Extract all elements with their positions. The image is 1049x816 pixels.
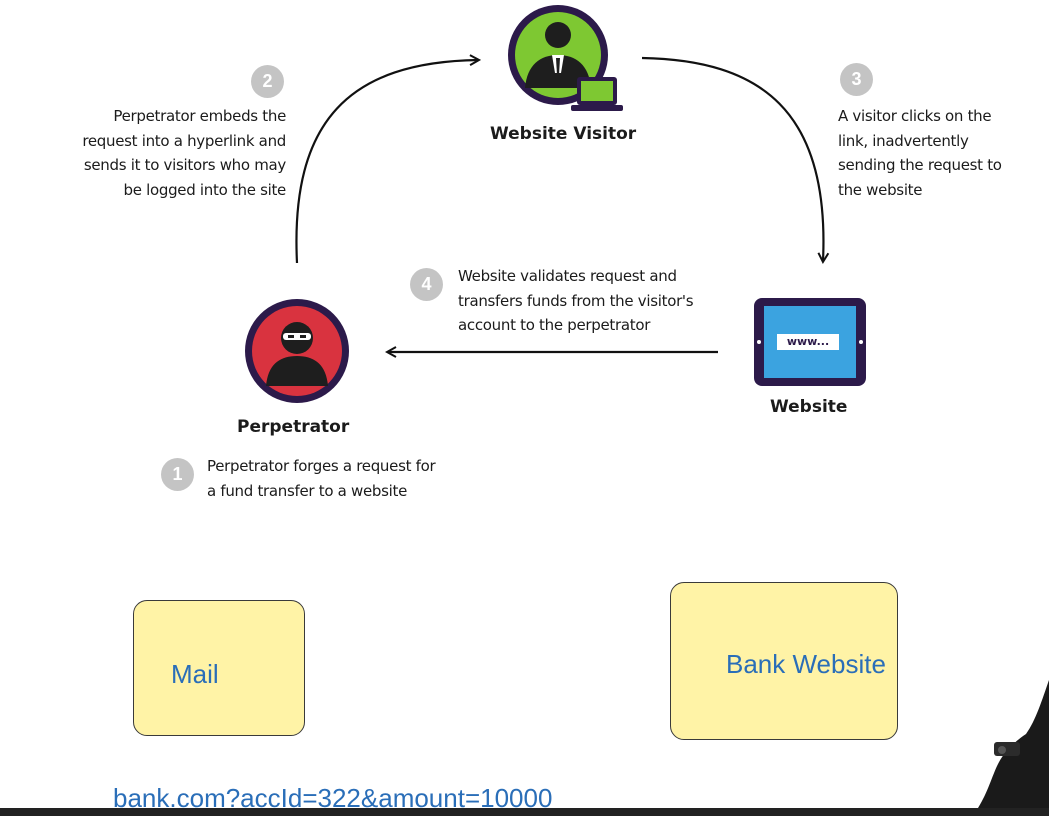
arrow-perpetrator-to-visitor xyxy=(295,60,478,264)
step-2-text: Perpetrator embeds the request into a hy… xyxy=(40,104,286,202)
presenter-silhouette xyxy=(978,680,1049,808)
bank-website-label: Bank Website xyxy=(726,649,886,679)
step-3-line: the website xyxy=(838,180,923,199)
step-4-text: Website validates request and transfers … xyxy=(458,264,738,338)
step-1-text: Perpetrator forges a request for a fund … xyxy=(207,454,467,503)
step-4-line: Website validates request and xyxy=(458,267,677,285)
website-label: Website xyxy=(770,397,848,417)
step-2-line: Perpetrator embeds the xyxy=(113,107,286,125)
step-2-line: sends it to visitors who may xyxy=(83,156,286,174)
step-2-line: request into a hyperlink and xyxy=(82,131,286,150)
step-3-line: link, inadvertently xyxy=(838,131,969,150)
website-visitor-label: Website Visitor xyxy=(490,124,637,144)
mail-label: Mail xyxy=(171,659,219,689)
website-visitor-icon xyxy=(508,5,623,111)
step-1-line: Perpetrator forges a request for xyxy=(207,457,436,475)
step-4-line: transfers funds from the visitor's xyxy=(458,291,694,310)
step-1-badge: 1 xyxy=(161,458,194,491)
bottom-bar xyxy=(0,808,1049,816)
perpetrator-label: Perpetrator xyxy=(237,417,350,437)
step-2-line: be logged into the site xyxy=(123,180,286,199)
step-4-badge: 4 xyxy=(410,268,443,301)
mail-box xyxy=(133,600,305,736)
arrow-visitor-to-website xyxy=(641,56,823,261)
website-tablet-icon: www... xyxy=(753,297,867,387)
step-4-line: account to the perpetrator xyxy=(458,316,651,334)
step-3-text: A visitor clicks on the link, inadverten… xyxy=(838,104,1038,202)
step-3-badge: 3 xyxy=(840,63,873,96)
step-1-line: a fund transfer to a website xyxy=(207,481,408,500)
website-screen-text: www... xyxy=(786,335,830,348)
bank-website-box xyxy=(670,582,898,740)
step-2-badge: 2 xyxy=(251,65,284,98)
perpetrator-icon xyxy=(245,299,349,403)
step-3-line: sending the request to xyxy=(838,156,1002,174)
step-3-line: A visitor clicks on the xyxy=(838,107,992,125)
